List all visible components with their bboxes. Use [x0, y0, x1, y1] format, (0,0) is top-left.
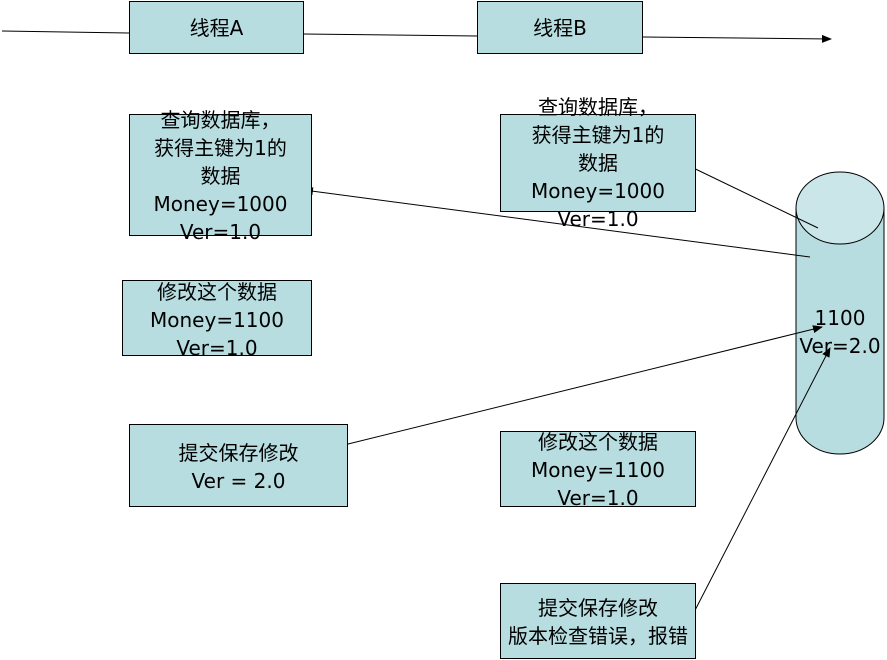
a-modify-line-3: Ver=1.0	[176, 336, 258, 360]
database-value: 1100	[814, 306, 866, 330]
database-text: 1100 Ver=2.0	[794, 304, 886, 360]
a-modify-box	[122, 280, 312, 356]
a-query-line-3: 数据	[200, 164, 241, 188]
b-query-box	[500, 114, 696, 212]
b-modify-line-3: Ver=1.0	[557, 486, 639, 510]
a-query-line-5: Ver=1.0	[179, 220, 262, 244]
b-commit-line-2: 版本检查错误，报错	[508, 624, 688, 648]
a-commit-line-2: Ver = 2.0	[191, 469, 286, 493]
b-modify-text: 修改这个数据 Money=1100 Ver=1.0	[500, 428, 696, 512]
b-modify-line-2: Money=1100	[531, 458, 665, 482]
a-commit-text: 提交保存修改 Ver = 2.0	[129, 439, 348, 495]
b-query-line-4: Money=1000	[531, 179, 665, 203]
arrow-b-commit-to-db	[689, 347, 831, 621]
thread-b-title: 线程B	[533, 16, 587, 40]
b-modify-line-1: 修改这个数据	[538, 430, 658, 454]
thread-a-title: 线程A	[189, 16, 244, 40]
arrow-db-to-b-query	[682, 162, 819, 229]
a-commit-line-1: 提交保存修改	[178, 441, 299, 465]
a-modify-line-1: 修改这个数据	[157, 280, 277, 304]
timeline-arrow	[642, 34, 832, 43]
a-query-line-2: 获得主键为1的	[154, 136, 287, 160]
arrow-a-commit-to-db	[339, 325, 823, 447]
timeline-segment-mid	[302, 33, 478, 37]
b-commit-text: 提交保存修改 版本检查错误，报错	[488, 594, 708, 650]
b-modify-box	[500, 431, 696, 507]
database-version: Ver=2.0	[799, 334, 881, 358]
b-query-line-3: 数据	[578, 151, 618, 175]
b-query-text: 查询数据库， 获得主键为1的 数据 Money=1000 Ver=1.0	[500, 93, 696, 233]
a-query-line-1: 查询数据库，	[160, 108, 281, 132]
b-commit-box	[500, 583, 696, 659]
thread-a-box	[129, 1, 304, 54]
arrow-db-to-a-query	[303, 187, 811, 258]
database-cylinder	[795, 171, 885, 455]
a-query-box	[129, 114, 312, 236]
b-query-line-2: 获得主键为1的	[531, 123, 665, 147]
timeline-segment-left	[1, 30, 130, 34]
a-query-text: 查询数据库， 获得主键为1的 数据 Money=1000 Ver=1.0	[129, 106, 312, 246]
a-commit-box	[129, 424, 348, 507]
a-modify-line-2: Money=1100	[150, 308, 284, 332]
a-query-line-4: Money=1000	[153, 192, 288, 216]
b-query-line-1: 查询数据库，	[538, 95, 658, 119]
b-query-line-5: Ver=1.0	[557, 207, 639, 231]
b-commit-line-1: 提交保存修改	[538, 596, 658, 620]
a-modify-text: 修改这个数据 Money=1100 Ver=1.0	[122, 278, 312, 362]
thread-b-box	[477, 1, 643, 54]
